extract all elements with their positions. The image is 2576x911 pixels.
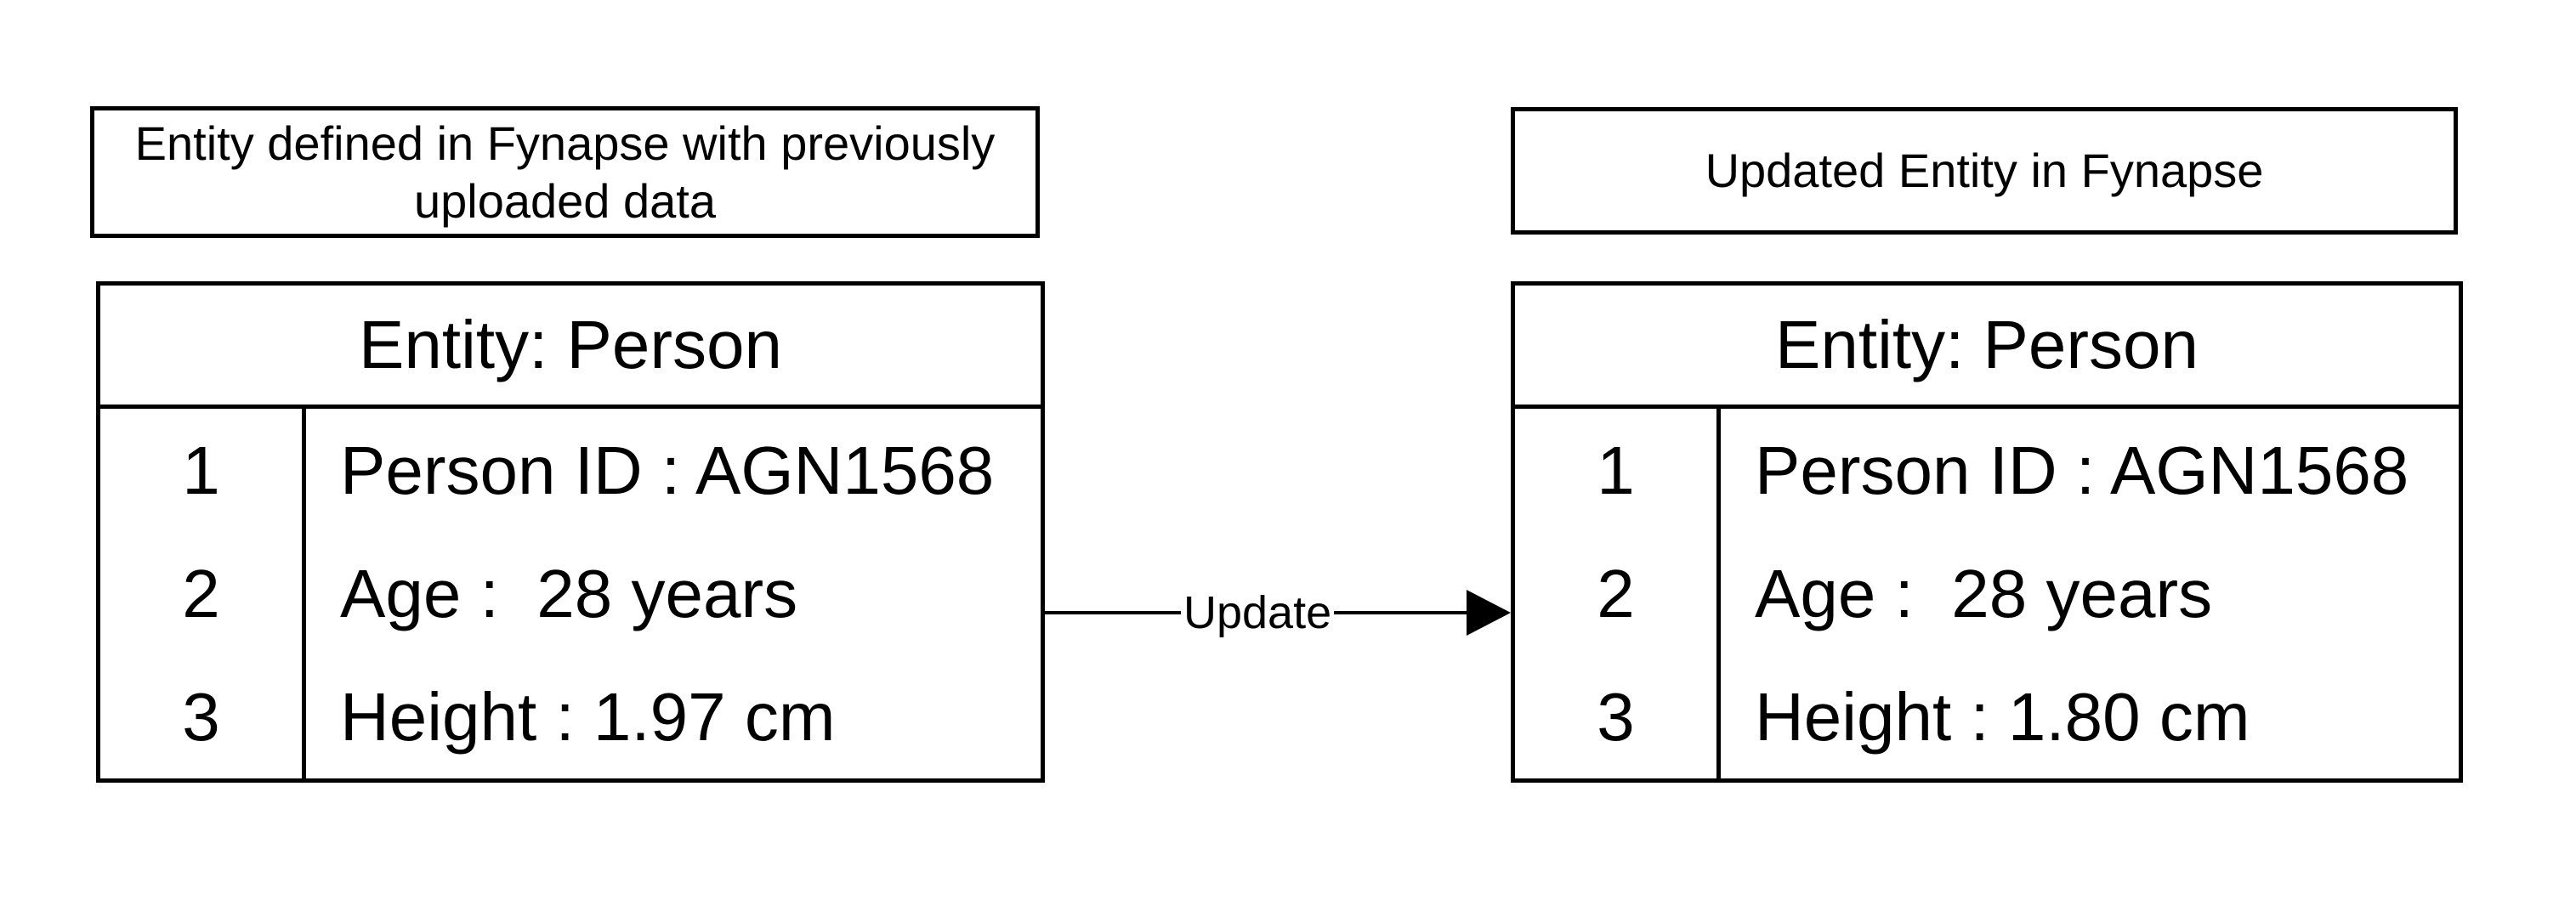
attribute-height: Height : 1.97 cm (340, 678, 836, 755)
row-number: 2 (1597, 555, 1635, 631)
updated-entity-caption-box: Updated Entity in Fynapse (1511, 107, 2458, 235)
updated-entity-table-header: Entity: Person (1515, 286, 2459, 409)
row-number: 3 (182, 678, 220, 755)
update-arrow-line-right (1334, 611, 1467, 614)
updated-entity-table-body: 1 2 3 Person ID : AGN1568 Age : 28 years… (1515, 409, 2459, 778)
source-entity-table: Entity: Person 1 2 3 Person ID : AGN1568… (96, 281, 1045, 783)
attribute-person-id: Person ID : AGN1568 (1755, 432, 2409, 508)
attribute-age: Age : 28 years (1755, 555, 2213, 631)
source-entity-title: Entity: Person (358, 307, 782, 382)
update-arrow-line-left (1045, 611, 1181, 614)
updated-entity-title: Entity: Person (1774, 307, 2199, 382)
source-entity-table-header: Entity: Person (100, 286, 1041, 409)
source-entity-number-column: 1 2 3 (100, 409, 306, 778)
updated-entity-caption-text: Updated Entity in Fynapse (1705, 144, 2264, 198)
updated-entity-table: Entity: Person 1 2 3 Person ID : AGN1568… (1511, 281, 2463, 783)
source-entity-caption-text: Entity defined in Fynapse with previousl… (134, 116, 996, 228)
source-entity-attribute-column: Person ID : AGN1568 Age : 28 years Heigh… (306, 409, 1041, 778)
arrowhead-right-icon (1467, 590, 1511, 636)
attribute-person-id: Person ID : AGN1568 (340, 432, 995, 508)
row-number: 3 (1597, 678, 1635, 755)
row-number: 2 (182, 555, 220, 631)
source-entity-table-body: 1 2 3 Person ID : AGN1568 Age : 28 years… (100, 409, 1041, 778)
updated-entity-number-column: 1 2 3 (1515, 409, 1721, 778)
attribute-age: Age : 28 years (340, 555, 798, 631)
updated-entity-attribute-column: Person ID : AGN1568 Age : 28 years Heigh… (1721, 409, 2459, 778)
row-number: 1 (1597, 432, 1635, 508)
update-arrow-label: Update (1183, 587, 1332, 638)
row-number: 1 (182, 432, 220, 508)
update-arrow: Update (1045, 589, 1511, 637)
attribute-height: Height : 1.80 cm (1755, 678, 2250, 755)
source-entity-caption-box: Entity defined in Fynapse with previousl… (90, 106, 1040, 238)
